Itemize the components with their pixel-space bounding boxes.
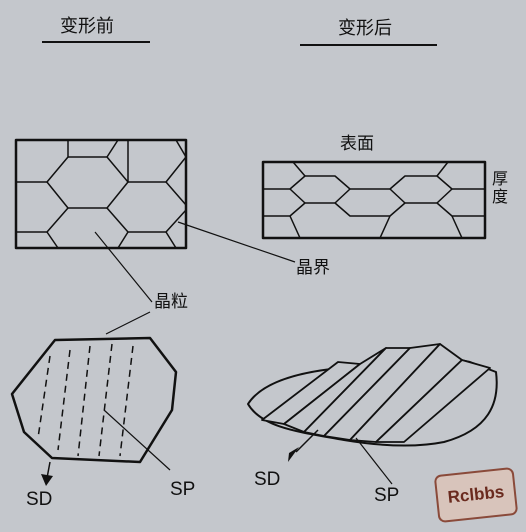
grain-leader-upper: [94, 231, 153, 303]
after-slip-blocks: [261, 343, 491, 443]
sd-left-arrowhead: [41, 474, 53, 486]
sp-right-label: SP: [374, 485, 400, 506]
watermark-stamp: Rclbbs: [433, 466, 519, 524]
before-grain-block: [14, 138, 188, 250]
watermark-text: Rclbbs: [446, 482, 506, 507]
grain-boundary-leader: [177, 221, 296, 263]
sd-right-label: SD: [254, 469, 281, 490]
sp-right-leader: [355, 437, 393, 485]
sd-right-arrowhead: [288, 447, 299, 462]
grain-leader-lower: [105, 311, 151, 335]
after-grain-block: [261, 160, 487, 240]
after-grain-boundaries: [263, 161, 485, 239]
surface-label: 表面: [340, 134, 374, 154]
grain-label: 晶粒: [154, 292, 188, 312]
before-single-grain: [10, 336, 178, 464]
before-title: 变形前: [60, 16, 114, 37]
before-grain-boundaries: [16, 139, 187, 249]
thickness-label: 厚度: [489, 170, 508, 206]
sd-left-label: SD: [26, 489, 53, 510]
sd-right-arrow-shaft: [295, 429, 319, 453]
after-title: 变形后: [338, 18, 392, 39]
before-slip-planes: [37, 343, 134, 457]
sp-left-leader: [103, 409, 171, 471]
sp-left-label: SP: [170, 479, 196, 500]
grain-boundary-label: 晶界: [296, 258, 330, 278]
